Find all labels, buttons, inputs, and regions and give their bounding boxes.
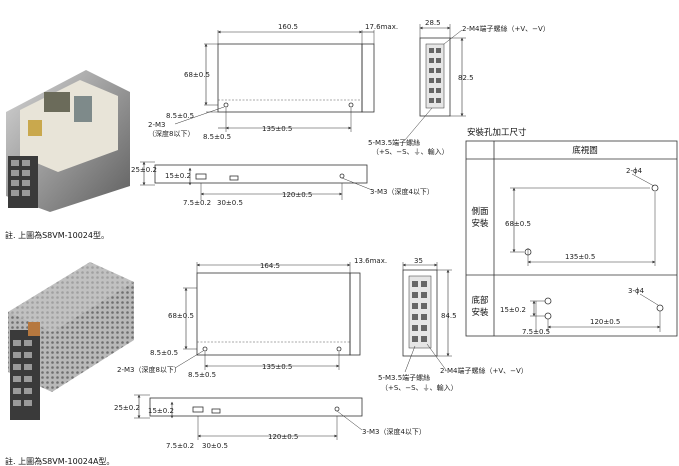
dim-offset-small-b: 8.5±0.5: [150, 349, 178, 357]
dim-bottom-hole-h: 15±0.2: [165, 172, 191, 180]
mounting-title: 安裝孔加工尺寸: [467, 127, 527, 138]
dim-side-width: 28.5: [425, 19, 441, 27]
label-m35-terminals-b: 5-M3.5端子螺絲: [378, 373, 430, 382]
bottom-mount-offset: 7.5±0.5: [522, 328, 550, 336]
dim-width-total: 160.5: [278, 23, 298, 31]
label-bottom-screw-b: 3-M3（深度4以下）: [362, 427, 426, 436]
side-view-top: 28.5 82.5 2-M4端子螺絲（+V、−V） 5-M3.5端子螺絲 （+S…: [368, 19, 550, 156]
dim-height-mount-b: 68±0.5: [168, 312, 194, 320]
bottom-mount-hole: 3-ϕ4: [628, 287, 645, 295]
side-mount-width: 135±0.5: [565, 253, 595, 261]
side-view-bottom: 35 84.5 2-M4端子螺絲（+V、−V） 5-M3.5端子螺絲 （+S、−…: [378, 257, 528, 392]
label-mount-screw: 2-M3: [148, 121, 165, 129]
label-m4-terminals: 2-M4端子螺絲（+V、−V）: [462, 24, 550, 33]
label-mount-screw-b: 2-M3（深度8以下）: [117, 365, 181, 374]
dim-bottom-pitch-b: 120±0.5: [268, 433, 298, 441]
dim-bottom-height: 25±0.2: [131, 166, 157, 174]
bottom-mount-width: 120±0.5: [590, 318, 620, 326]
bottom-mount-height: 15±0.2: [500, 306, 526, 314]
label-bottom-screw: 3-M3（深度4以下）: [370, 187, 434, 196]
front-view-bottom: 164.5 13.6max. 68±0.5 8.5±0.5 135±0.5 8.…: [117, 257, 387, 379]
dim-bottom-left-b-b: 30±0.5: [202, 442, 228, 450]
dim-hole-pitch: 135±0.5: [262, 125, 292, 133]
bottom-view-top: 25±0.2 15±0.2 120±0.5 7.5±0.2 30±0.5 3-M…: [131, 161, 434, 207]
mounting-header: 底視圖: [572, 145, 598, 156]
mounting-hole-panel: 安裝孔加工尺寸 底視圖 側面 安裝 135±0.5 68±0.5 2-ϕ4 底部…: [465, 127, 678, 337]
dim-bottom-pitch: 120±0.5: [282, 191, 312, 199]
bottom-view-bottom: 25±0.2 15±0.2 120±0.5 7.5±0.2 30±0.5 3-M…: [114, 394, 426, 450]
dim-bottom-left-a-b: 7.5±0.2: [166, 442, 194, 450]
side-mount-label-1: 側面: [471, 206, 489, 217]
bottom-mount-label-1: 底部: [471, 295, 489, 306]
dim-width-total-b: 164.5: [260, 262, 280, 270]
bottom-mount-label-2: 安裝: [471, 307, 489, 318]
dim-offset-left-b: 8.5±0.5: [188, 371, 216, 379]
dim-height-mount: 68±0.5: [184, 71, 210, 79]
side-mount-hole: 2-ϕ4: [626, 167, 643, 175]
dim-hole-pitch-b: 135±0.5: [262, 363, 292, 371]
dim-side-height-b: 84.5: [441, 312, 457, 320]
photo-s8vm-10024: [6, 70, 130, 212]
photo-s8vm-10024a: [8, 262, 134, 420]
dim-side-width-b: 35: [414, 257, 423, 265]
dim-protrusion: 17.6max.: [365, 23, 398, 31]
label-m35-terminals: 5-M3.5端子螺絲: [368, 138, 420, 147]
dim-protrusion-b: 13.6max.: [354, 257, 387, 265]
label-m4-terminals-b: 2-M4端子螺絲（+V、−V）: [440, 366, 528, 375]
label-mount-screw-depth: （深度8以下）: [148, 129, 194, 138]
side-mount-label-2: 安裝: [471, 218, 489, 229]
dim-offset-small: 8.5±0.5: [166, 112, 194, 120]
dim-offset-left: 8.5±0.5: [203, 133, 231, 141]
dim-bottom-left-a: 7.5±0.2: [183, 199, 211, 207]
dim-bottom-hole-h-b: 15±0.2: [148, 407, 174, 415]
dim-bottom-left-b: 30±0.5: [217, 199, 243, 207]
label-m35-terminals-list: （+S、−S、⏚、輸入）: [372, 147, 449, 156]
label-m35-terminals-list-b: （+S、−S、⏚、輸入）: [381, 383, 458, 392]
note-bottom-model: 註. 上圖為S8VM-10024A型。: [5, 456, 114, 466]
side-mount-height: 68±0.5: [505, 220, 531, 228]
dim-bottom-height-b: 25±0.2: [114, 404, 140, 412]
note-top-model: 註. 上圖為S8VM-10024型。: [5, 230, 109, 240]
front-view-top: 160.5 17.6max. 68±0.5 8.5±0.5 135±0.5 8.…: [148, 23, 398, 141]
dim-side-height: 82.5: [458, 74, 474, 82]
